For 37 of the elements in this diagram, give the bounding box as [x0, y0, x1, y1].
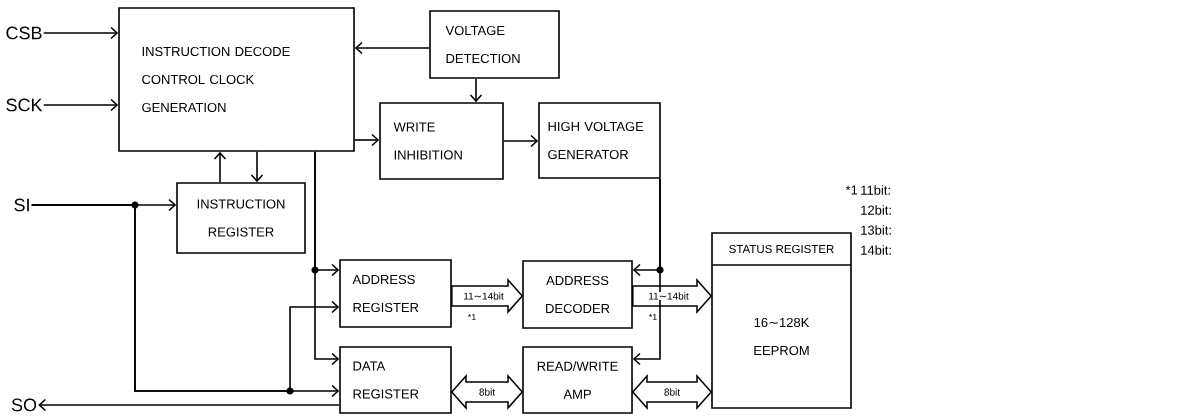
footnote-text: 11bit:	[861, 185, 890, 195]
arrow	[38, 398, 340, 412]
block-box: READ/WRITE AMP	[522, 346, 633, 414]
block-box: DATA REGISTER	[339, 346, 452, 414]
arrow	[354, 41, 430, 55]
edge-label: 11∼14bit	[647, 291, 690, 301]
footnote-text: 13bit:	[861, 225, 891, 235]
footnote-mark: *1	[467, 313, 476, 321]
arrow	[250, 151, 264, 183]
block-box: VOLTAGE DETECTION	[429, 10, 560, 79]
block-box: INSTRUCTION DECODE CONTROL CLOCK GENERATION	[118, 7, 355, 152]
footnote-mark: *1	[845, 185, 858, 195]
bus-arrow	[451, 278, 524, 314]
signal-label: SCK	[6, 98, 43, 112]
bus-arrow	[632, 278, 713, 314]
edge-label: 8bit	[478, 387, 496, 397]
signal-label: SI	[14, 198, 29, 212]
block-box: ADDRESS REGISTER	[339, 259, 452, 328]
arrow	[42, 98, 119, 112]
arrow	[503, 134, 539, 148]
arrow	[314, 151, 340, 366]
signal-label: CSB	[6, 26, 42, 40]
arrow	[632, 178, 661, 366]
arrow	[213, 151, 227, 183]
edge-label: 8bit	[663, 387, 681, 397]
arrow	[354, 133, 380, 147]
footnote-mark: *1	[648, 313, 657, 321]
arrow	[42, 26, 119, 40]
arrow	[469, 78, 483, 103]
block-box: WRITE INHIBITION	[379, 102, 504, 180]
block-box: ADDRESS DECODER	[522, 260, 633, 329]
block-box: HIGH VOLTAGE GENERATOR	[538, 102, 661, 179]
footnote-text: 12bit:	[861, 205, 891, 215]
signal-label: SO	[11, 398, 37, 412]
edge-label: 11∼14bit	[462, 291, 505, 301]
block-box: INSTRUCTION REGISTER	[176, 182, 306, 254]
block-box: STATUS REGISTER 16∼128K EEPROM	[711, 232, 852, 409]
